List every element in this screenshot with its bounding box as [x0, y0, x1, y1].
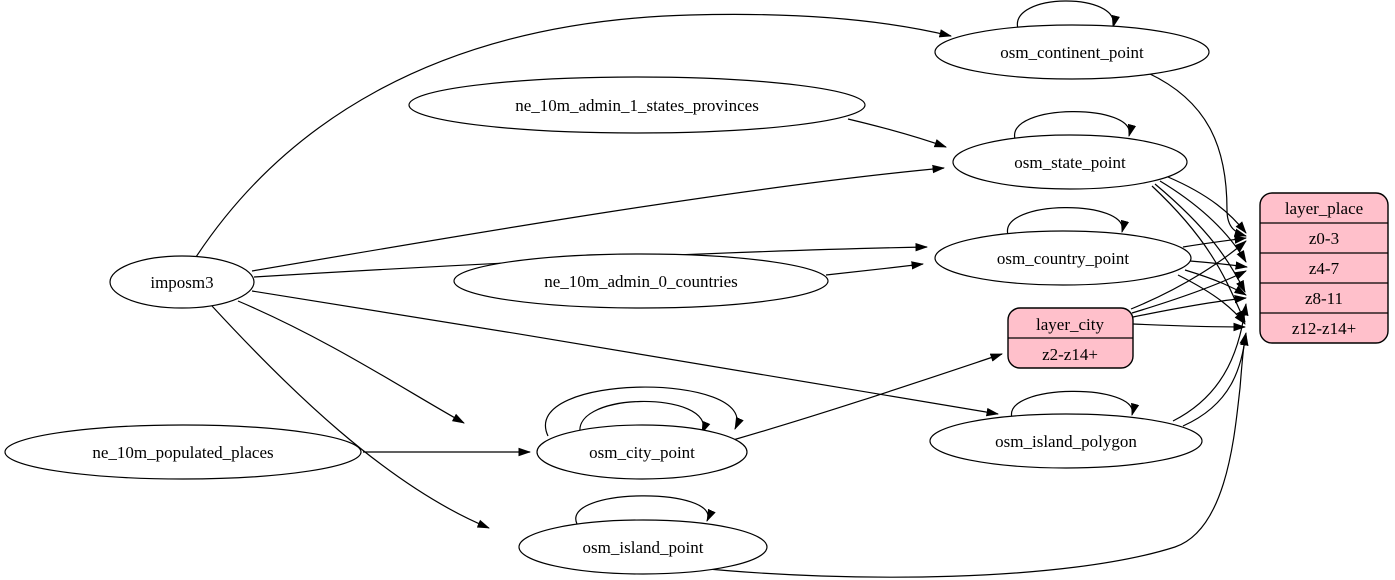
edge-osm_city_point-to-layer_city	[732, 353, 1003, 441]
osm_state_point-ellipse	[952, 134, 1188, 190]
osm_island_point-label: osm_island_point	[583, 538, 704, 557]
node-ne_10m_populated_places: ne_10m_populated_places	[4, 424, 362, 480]
record-layer_place: layer_place z0-3 z4-7 z8-11 z12-z14+	[1259, 192, 1389, 344]
ne_10m_populated_places-ellipse	[4, 424, 362, 480]
edge-imposm3-to-osm_state_point	[251, 164, 945, 272]
node-osm_island_point: osm_island_point	[518, 519, 768, 575]
edge-imposm3-to-osm_island_point	[211, 305, 490, 529]
edge-layer_city-to-z8-11	[1132, 294, 1247, 318]
edge-osm_state_point-to-z8-11	[1154, 183, 1246, 293]
edges	[195, 0, 1249, 578]
selfloop-osm_country_point	[1007, 207, 1130, 236]
ne_10m_admin_1_states_provinces-label: ne_10m_admin_1_states_provinces	[515, 96, 759, 115]
edge-osm_country_point-to-z4-7	[1189, 260, 1248, 270]
osm_continent_point-ellipse	[934, 24, 1210, 80]
edge-osm_country_point-to-z8-11	[1184, 269, 1247, 296]
osm_island_point-ellipse	[518, 519, 768, 575]
record-layer_city: layer_city z2-z14+	[1007, 307, 1134, 369]
selfloop-osm_city_point-inner	[579, 400, 711, 440]
osm_country_point-label: osm_country_point	[997, 249, 1129, 268]
ne_10m_admin_1_states_provinces-ellipse	[408, 76, 866, 134]
node-osm_continent_point: osm_continent_point	[934, 24, 1210, 80]
layer_place-row-z4-7: z4-7	[1309, 259, 1340, 278]
selfloop-osm_continent_point	[1017, 0, 1120, 30]
edge-imposm3-to-osm_island_polygon	[251, 290, 999, 417]
nodes: imposm3 ne_10m_admin_1_states_provinces …	[4, 24, 1210, 575]
layer_place-row-z0-3: z0-3	[1309, 229, 1339, 248]
edge-layer_city-to-z4-7	[1131, 270, 1247, 314]
osm_country_point-ellipse	[934, 230, 1192, 286]
edge-imposm3-to-osm_city_point	[237, 300, 465, 424]
osm_state_point-label: osm_state_point	[1014, 153, 1126, 172]
imposm3-ellipse	[109, 255, 255, 309]
edge-ne_10m_admin_1_states_provinces-to-osm_state_point	[847, 118, 947, 148]
edge-osm_state_point-to-z12-z14	[1151, 185, 1246, 323]
edge-layer_city-to-z0-3	[1130, 240, 1247, 310]
layer_place-row-z12-z14: z12-z14+	[1292, 319, 1356, 338]
node-ne_10m_admin_0_countries: ne_10m_admin_0_countries	[453, 253, 829, 309]
node-osm_island_polygon: osm_island_polygon	[929, 413, 1203, 469]
node-osm_state_point: osm_state_point	[952, 134, 1188, 190]
selfloop-osm_city_point-outer	[544, 386, 744, 437]
osm_city_point-label: osm_city_point	[589, 443, 695, 462]
node-ne_10m_admin_1_states_provinces: ne_10m_admin_1_states_provinces	[408, 76, 866, 134]
edge-osm_island_polygon-to-z8-11	[1172, 303, 1249, 422]
edge-osm_continent_point-to-z0-3	[1147, 72, 1247, 237]
selfloop-osm_island_polygon	[1011, 390, 1140, 419]
osm_island_polygon-ellipse	[929, 413, 1203, 469]
edge-imposm3-to-osm_continent_point	[195, 13, 952, 258]
ne_10m_populated_places-label: ne_10m_populated_places	[92, 443, 273, 462]
osm_continent_point-label: osm_continent_point	[1000, 43, 1144, 62]
edge-layer_city-to-z12-z14	[1132, 322, 1246, 332]
selfloop-osm_state_point	[1014, 111, 1137, 140]
edge-osm_island_point-to-z12-z14	[697, 332, 1248, 578]
osm_city_point-ellipse	[536, 424, 748, 480]
ne_10m_admin_0_countries-ellipse	[453, 253, 829, 309]
node-osm_city_point: osm_city_point	[536, 424, 748, 480]
edge-osm_state_point-to-z0-3	[1167, 176, 1247, 234]
layer_place-row-z8-11: z8-11	[1305, 289, 1343, 308]
layer_city-title: layer_city	[1036, 315, 1104, 334]
ne_10m_admin_0_countries-label: ne_10m_admin_0_countries	[544, 272, 738, 291]
edge-osm_country_point-to-z0-3	[1182, 235, 1247, 248]
edge-ne_10m_admin_0_countries-to-osm_country_point	[825, 261, 924, 276]
node-imposm3: imposm3	[109, 255, 255, 309]
layer_city-row-z2-z14: z2-z14+	[1042, 345, 1098, 364]
edge-osm_state_point-to-z4-7	[1159, 180, 1247, 263]
selfloop-osm_island_point	[575, 495, 716, 525]
node-osm_country_point: osm_country_point	[934, 230, 1192, 286]
layer_place-box	[1259, 192, 1389, 344]
layer_place-title: layer_place	[1285, 199, 1363, 218]
osm_island_polygon-label: osm_island_polygon	[995, 432, 1137, 451]
imposm3-label: imposm3	[150, 273, 213, 292]
